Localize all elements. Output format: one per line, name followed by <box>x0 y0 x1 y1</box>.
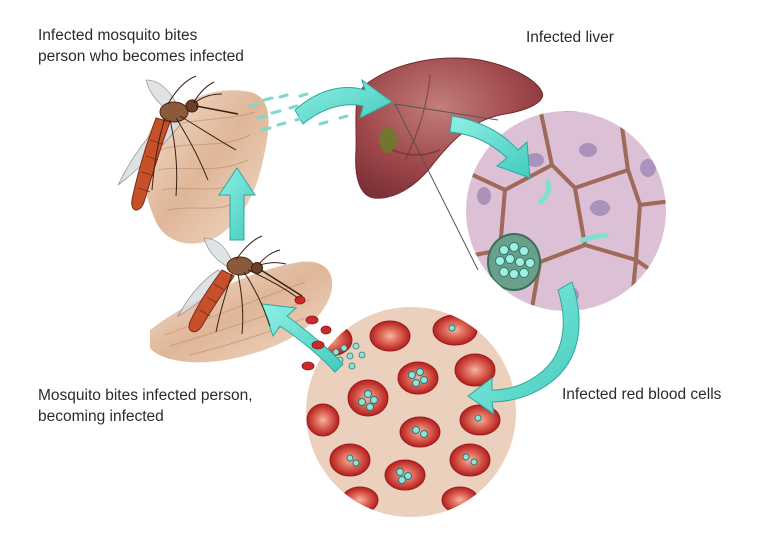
label-mosquito-bites-person: Infected mosquito bites person who becom… <box>38 25 244 67</box>
label-infected-liver: Infected liver <box>526 27 614 48</box>
cycle-arrows <box>218 78 580 416</box>
label-mosquito-bites-infected-person: Mosquito bites infected person, becoming… <box>38 385 253 427</box>
label-line: Infected mosquito bites <box>38 27 198 44</box>
label-line: becoming infected <box>38 408 164 425</box>
liver-callout-lines <box>394 103 499 271</box>
label-line: Mosquito bites infected person, <box>38 387 253 404</box>
mosquito-icon <box>117 75 239 211</box>
skin-patch-bottom <box>150 261 333 363</box>
arrow-to-blood-cells <box>467 281 580 416</box>
arrow-to-liver-cells <box>449 115 531 179</box>
label-line: Infected red blood cells <box>562 386 722 403</box>
label-line: Infected liver <box>526 29 614 46</box>
label-infected-red-blood-cells: Infected red blood cells <box>562 384 721 405</box>
mosquito-icon <box>176 235 303 335</box>
blood-droplets <box>294 295 332 371</box>
label-line: person who becomes infected <box>38 48 244 65</box>
arrow-to-mosquito <box>261 303 344 373</box>
sporozoites <box>248 92 349 132</box>
arrow-to-upper-mosquito <box>218 167 256 241</box>
red-blood-cells-icon <box>304 305 518 519</box>
arrow-to-liver <box>294 78 393 125</box>
